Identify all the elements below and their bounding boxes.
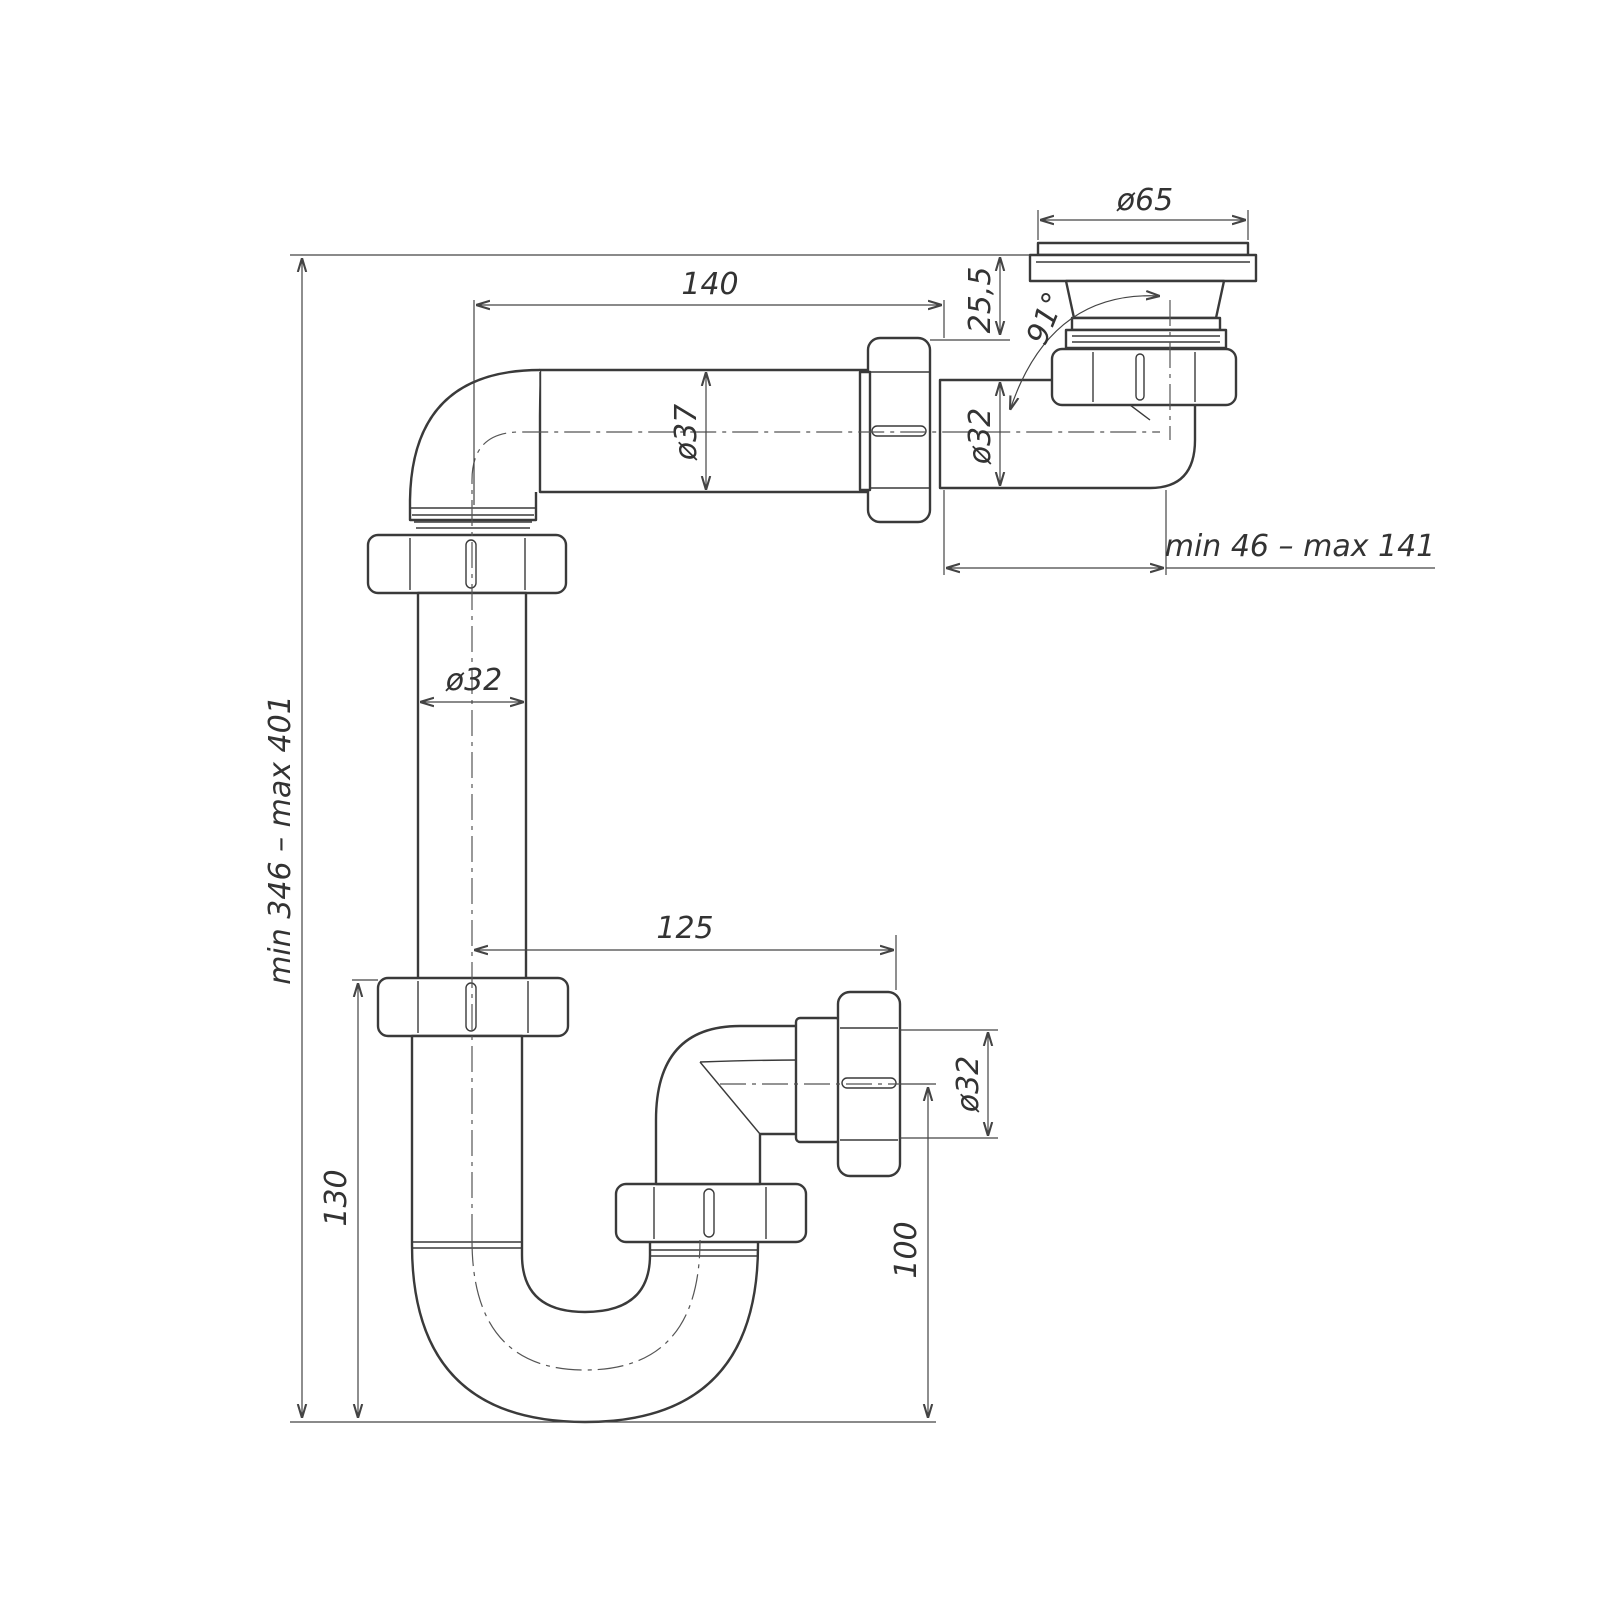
dim-adjust-range: min 46 – max 141 [1165,529,1436,564]
vertical-bottom-nut [376,976,570,1038]
dim-waste-diameter: ø65 [1116,183,1174,218]
dim-vertical-pipe-diameter: ø32 [445,663,503,698]
trap-side-elbow [654,1016,842,1186]
trap-outlet-nut [614,1182,808,1244]
dim-angle: 91° [1020,287,1072,349]
dim-horizontal-pipe-diameter: ø37 [669,404,704,462]
dim-overflow-height: 25,5 [963,267,998,334]
dim-total-height: min 346 – max 401 [263,695,298,985]
center-lines [471,300,1171,1371]
upper-union-nut [858,336,932,524]
upper-horizontal-pipe [408,368,877,529]
dimension-lines [290,210,1435,1423]
u-trap [410,1034,760,1424]
dim-trap-length: 125 [656,911,713,946]
dim-trap-height: 130 [319,1169,354,1226]
dim-side-outlet-height: 100 [889,1221,924,1278]
dim-outlet-pipe-diameter: ø32 [963,408,998,466]
vertical-top-nut [366,533,568,595]
dim-upper-length: 140 [681,267,738,302]
dim-side-outlet-diameter: ø32 [951,1056,986,1114]
